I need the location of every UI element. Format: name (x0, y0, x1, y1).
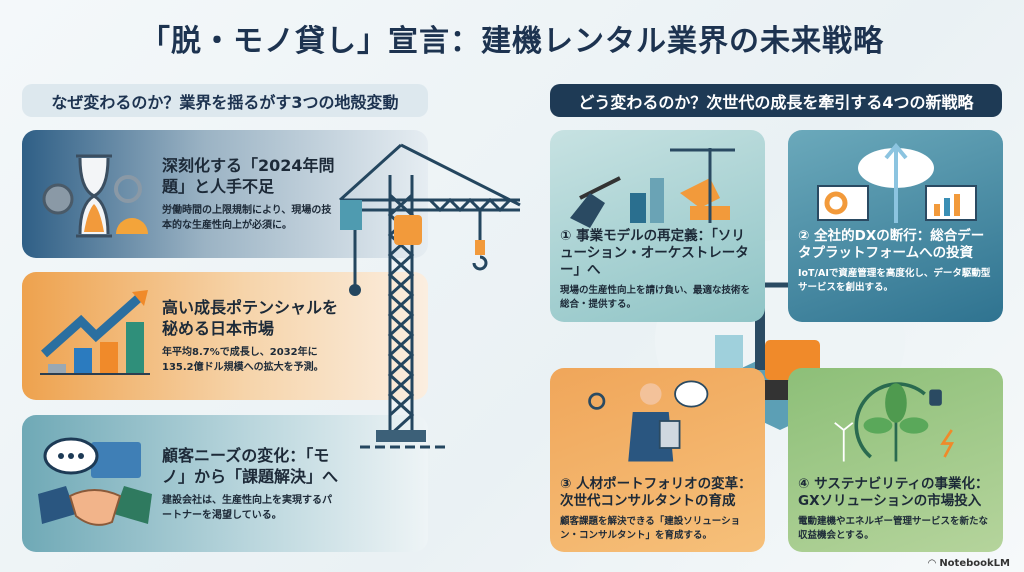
strategy-card-3: ③ 人材ポートフォリオの変革：次世代コンサルタントの育成 顧客課題を解決できる「… (550, 368, 765, 552)
right-section-header: どう変わるのか？次世代の成長を牽引する4つの新戦略 (550, 84, 1002, 117)
left-card-market-growth: 高い成長ポテンシャルを秘める日本市場 年平均8.7%で成長し、2032年に135… (22, 272, 428, 400)
page-title: 「脱・モノ貸し」宣言：建機レンタル業界の未来戦略 (140, 24, 884, 59)
card-body: 現場の生産性向上を請け負い、最適な技術を総合・提供する。 (560, 285, 751, 310)
consultant-icon (588, 380, 709, 462)
card-title: ③ 人材ポートフォリオの変革：次世代コンサルタントの育成 (560, 476, 752, 509)
handshake-icon (38, 437, 152, 526)
card-title: ① 事業モデルの再定義：「ソリューション・オーケストレーター」へ (560, 228, 749, 278)
card-title: ② 全社的DXの断行：総合データプラットフォームへの投資 (798, 228, 985, 261)
left-card-customer-needs: 顧客ニーズの変化：「モノ」から「課題解決」へ 建設会社は、生産性向上を実現するパ… (22, 415, 428, 552)
card-body: IoT/AIで資産管理を高度化し、データ駆動型サービスを創出する。 (798, 268, 991, 293)
left-section-header: なぜ変わるのか？業界を揺るがす3つの地殻変動 (22, 84, 428, 117)
brand-label: NotebookLM (939, 558, 1010, 569)
tower-crane-illustration (338, 143, 521, 449)
card-body: 電動建機やエネルギー管理サービスを新たな収益機会とする。 (798, 516, 989, 541)
strategy-card-4: ④ サステナビリティの事業化：GXソリューションの市場投入 電動建機やエネルギー… (788, 368, 1003, 552)
card-body: 年平均8.7%で成長し、2032年に135.2億ドル規模への拡大を予測。 (162, 347, 324, 373)
strategy-card-2: ② 全社的DXの断行：総合データプラットフォームへの投資 IoT/AIで資産管理… (788, 130, 1003, 322)
card-title: 顧客ニーズの変化：「モノ」から「課題解決」へ (162, 445, 339, 486)
card-title: 高い成長ポテンシャルを秘める日本市場 (162, 298, 339, 338)
growth-chart-icon (40, 290, 150, 375)
cloud-data-icon (817, 142, 977, 223)
card-body: 労働時間の上限規制により、現場の技本的な生産性向上が必須に。 (162, 205, 332, 231)
card-title: ④ サステナビリティの事業化：GXソリューションの市場投入 (798, 476, 989, 509)
leaf-plug-icon (834, 382, 954, 462)
notebooklm-brand: ◠ NotebookLM (928, 558, 1010, 569)
notebooklm-logo-icon: ◠ (928, 558, 940, 569)
card-body: 建設会社は、生産性向上を実現するパートナーを渇望している。 (162, 494, 332, 521)
card-body: 顧客課題を解決できる「建設ソリューション・コンサルタント」を育成する。 (560, 516, 741, 541)
left-card-2024-problem: 深刻化する「2024年問題」と人手不足 労働時間の上限規制により、現場の技本的な… (22, 130, 428, 258)
card-title: 深刻化する「2024年問題」と人手不足 (162, 156, 335, 196)
hourglass-gears-icon (42, 154, 148, 238)
strategy-card-1: ① 事業モデルの再定義：「ソリューション・オーケストレーター」へ 現場の生産性向… (550, 130, 765, 322)
conductor-crane-icon (570, 148, 735, 228)
